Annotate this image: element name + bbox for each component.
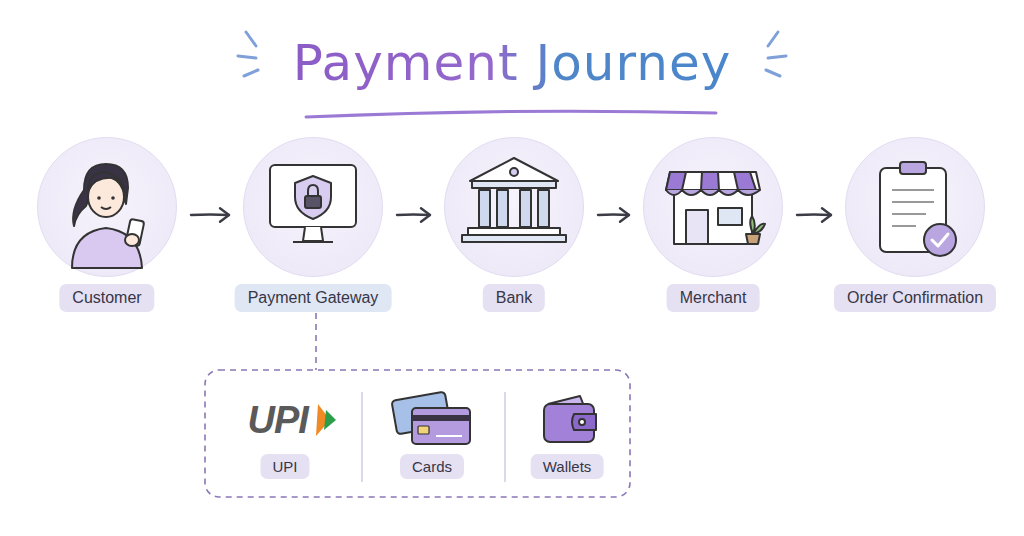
sparkle-marks — [246, 32, 256, 46]
diagram-title: Payment Journey — [293, 34, 732, 92]
wallet-icon — [579, 419, 585, 425]
flow-arrow-line — [598, 213, 629, 216]
cards-icon — [418, 426, 429, 434]
arrow-head — [620, 208, 629, 222]
options-leader-line — [315, 313, 317, 370]
step-label: Cards — [400, 454, 464, 479]
arrow-head — [822, 208, 831, 222]
step-circle: Customer — [37, 137, 177, 277]
options-dividers — [362, 392, 505, 482]
title-underline — [306, 111, 716, 117]
flow-arrow — [397, 208, 430, 222]
arrow-head — [421, 208, 430, 222]
cards-icon — [412, 408, 470, 444]
step-label: Bank — [483, 284, 545, 312]
step-circle: Payment Gateway — [243, 137, 383, 277]
flow-arrow — [191, 208, 229, 222]
sparkle-marks — [766, 70, 780, 76]
step-circle: Order Confirmation — [845, 137, 985, 277]
flow-arrow-line — [797, 213, 831, 216]
sparkle-marks — [238, 32, 786, 76]
upi-logo-arrow — [324, 410, 336, 430]
cards-icon — [436, 435, 462, 437]
wallet-icon — [572, 414, 596, 430]
payment-option: Cards — [372, 385, 492, 485]
step-label: Order Confirmation — [834, 284, 996, 312]
flow-arrow — [797, 208, 831, 222]
cards-icon — [391, 392, 450, 435]
payment-option: Wallets — [507, 385, 627, 485]
step-label: UPI — [260, 454, 309, 479]
flow-arrow-line — [397, 213, 430, 216]
payment-option: UPI UPI — [225, 385, 345, 485]
wallet-icon — [544, 404, 594, 442]
step-circle: Bank — [444, 137, 584, 277]
arrow-head — [220, 208, 229, 222]
options-dividers — [361, 392, 362, 482]
sparkle-marks — [768, 56, 786, 58]
flow-arrow — [598, 208, 629, 222]
upi-logo-arrow — [316, 404, 330, 436]
wallet-icon — [548, 396, 584, 406]
sparkle-marks — [244, 70, 258, 76]
cards-icon — [412, 415, 470, 421]
options-frame — [205, 370, 630, 497]
sparkle-marks — [768, 32, 778, 46]
upi-logo-arrow — [316, 404, 336, 436]
step-label: Merchant — [667, 284, 760, 312]
cards-icon — [391, 392, 470, 444]
title-wrap: Payment Journey — [0, 34, 1024, 92]
brand-logo-text: UPI — [248, 399, 308, 442]
flow-arrow-line — [191, 213, 229, 216]
sparkle-marks — [238, 56, 256, 58]
wallet-icon — [544, 396, 596, 442]
step-label: Customer — [59, 284, 154, 312]
step-label: Wallets — [531, 454, 604, 479]
step-circle: Merchant — [643, 137, 783, 277]
options-dividers — [504, 392, 505, 482]
step-label: Payment Gateway — [235, 284, 392, 312]
